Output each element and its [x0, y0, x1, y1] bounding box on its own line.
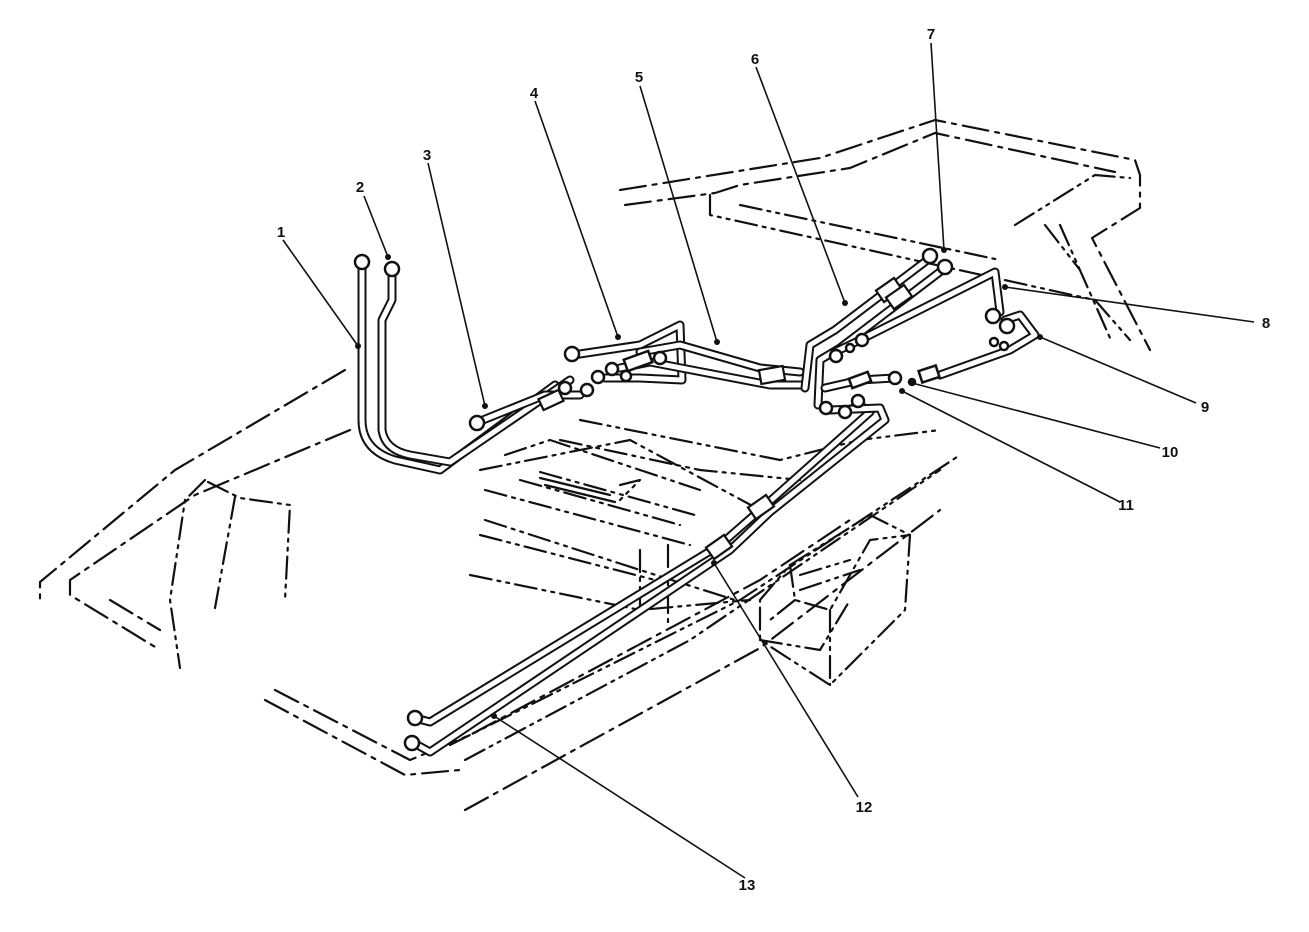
callout-leader-lines [282, 42, 1255, 879]
callout-10: 10 [1162, 444, 1179, 461]
callout-labels: 1 2 3 4 5 6 7 8 9 10 11 12 13 [277, 26, 1270, 894]
callout-2: 2 [356, 179, 364, 196]
callout-11: 11 [1118, 497, 1134, 514]
callout-4: 4 [530, 85, 539, 102]
tube-fittings [353, 247, 1016, 752]
brake-tube-lines [357, 253, 1040, 757]
callout-8: 8 [1262, 315, 1270, 332]
callout-13: 13 [739, 877, 756, 894]
tube-clamps [537, 276, 914, 561]
callout-7: 7 [927, 26, 935, 43]
vehicle-frame-outline [38, 118, 1152, 812]
callout-1: 1 [277, 224, 285, 241]
callout-5: 5 [635, 69, 643, 86]
callout-3: 3 [423, 147, 431, 164]
callout-6: 6 [751, 51, 759, 68]
callout-12: 12 [856, 799, 873, 816]
callout-9: 9 [1201, 399, 1209, 416]
